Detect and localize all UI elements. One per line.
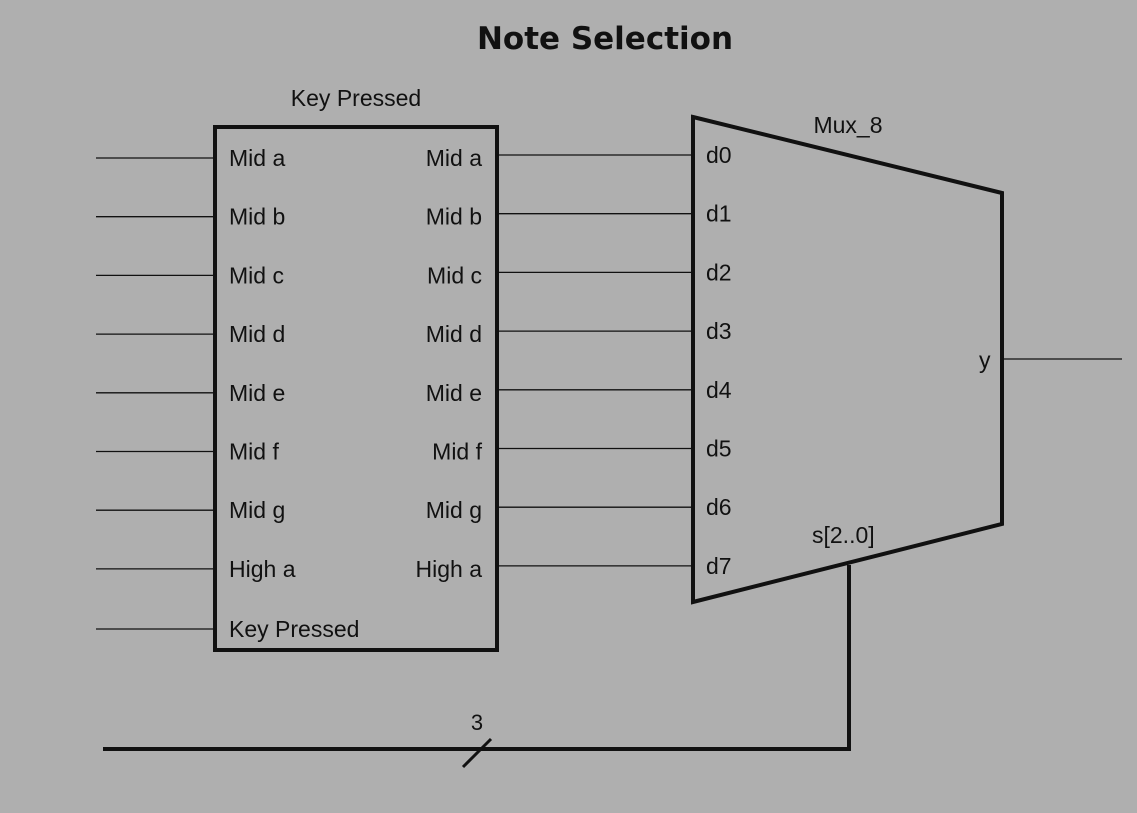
select-bus-wire	[103, 565, 851, 751]
key-output-label: Mid g	[426, 497, 482, 523]
mux-input-label: d4	[706, 377, 732, 403]
key-output-label: Mid d	[426, 321, 482, 347]
key-input-label: High a	[229, 556, 296, 582]
key-output-label: High a	[416, 556, 483, 582]
key-input-label: Mid a	[229, 145, 285, 171]
key-input-label: Mid b	[229, 204, 285, 230]
bus-slash-mark	[461, 737, 493, 769]
key-block-input-group: Mid a Mid b Mid c Mid d Mid e Mid f Mid g High …	[96, 145, 359, 642]
key-input-label: Key Pressed	[229, 616, 359, 642]
key-output-label: Mid b	[426, 204, 482, 230]
key-output-label: Mid e	[426, 380, 482, 406]
mux-input-group: d0 d1 d2 d3 d4 d5 d6 d7	[706, 142, 732, 579]
mux-input-label: d1	[706, 201, 732, 227]
mux-input-label: d3	[706, 318, 732, 344]
key-block-output-group: Mid a Mid b Mid c Mid d Mid e Mid f Mid g High …	[416, 145, 693, 582]
mux-input-label: d6	[706, 494, 732, 520]
mux-select-label: s[2..0]	[812, 522, 875, 548]
mux-input-label: d0	[706, 142, 732, 168]
mux-name: Mux_8	[813, 112, 882, 138]
mux-output-label: y	[979, 347, 991, 373]
bus-width-label: 3	[471, 710, 483, 735]
key-block-box	[213, 125, 499, 652]
key-output-label: Mid a	[426, 145, 482, 171]
mux-input-label: d5	[706, 436, 732, 462]
key-input-label: Mid g	[229, 497, 285, 523]
mux-body	[691, 114, 1004, 605]
key-input-label: Mid e	[229, 380, 285, 406]
key-block-name: Key Pressed	[291, 85, 421, 111]
key-output-label: Mid c	[427, 262, 482, 288]
key-input-label: Mid f	[229, 439, 279, 465]
mux-input-label: d2	[706, 259, 732, 285]
diagram-title: Note Selection	[477, 21, 733, 57]
key-output-label: Mid f	[432, 439, 482, 465]
key-input-label: Mid c	[229, 262, 284, 288]
mux-input-label: d7	[706, 553, 732, 579]
key-input-label: Mid d	[229, 321, 285, 347]
